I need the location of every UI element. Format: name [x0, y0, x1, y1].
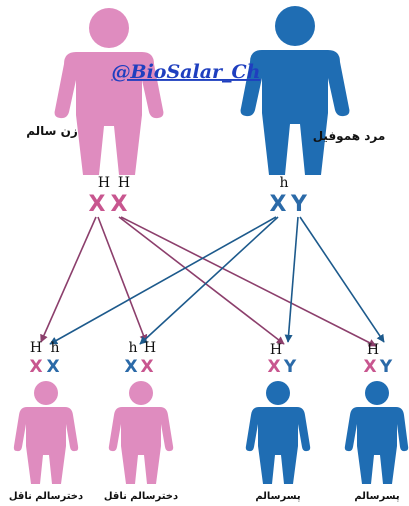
child1-chromosome-1: X	[29, 357, 42, 377]
father-chromosome-x: X	[270, 192, 287, 217]
child2-chromosome-1: X	[124, 357, 137, 377]
line-father-y-to-child3	[284, 216, 299, 343]
child3-label: پسرسالم	[255, 491, 301, 502]
child1-allele-1: H	[30, 340, 42, 356]
child3-allele-1: H	[270, 342, 282, 358]
inheritance-lines	[40, 216, 385, 347]
line-mother-x1-to-child1	[40, 216, 97, 343]
mother-chromosome-x2: X	[111, 192, 128, 217]
child2-allele-1: h	[128, 340, 137, 356]
child2-label: دخترسالم ناقل	[104, 491, 178, 502]
line-mother-x1-to-child2	[97, 216, 148, 343]
line-father-y-to-child4	[299, 216, 385, 343]
father-allele-1: h	[279, 175, 288, 191]
child3-chromosome-1: X	[267, 357, 280, 377]
daughter-1-figure-icon	[13, 381, 79, 484]
child4-chromosome-1: X	[363, 357, 376, 377]
daughter-2-figure-icon	[108, 381, 174, 484]
mother-label: زن سالم	[26, 124, 78, 138]
son-2-figure-icon	[344, 381, 409, 484]
child4-allele-1: H	[367, 342, 379, 358]
mother-allele-1: H	[98, 175, 110, 191]
child2-allele-2: H	[144, 340, 156, 356]
child3-chromosome-2: Y	[283, 357, 297, 377]
father-figure-icon	[240, 6, 350, 175]
child1-label: دخترسالم ناقل	[9, 491, 83, 502]
watermark: @BioSalar_Ch	[112, 61, 261, 83]
child1-chromosome-2: X	[46, 357, 59, 377]
son-1-figure-icon	[245, 381, 311, 484]
mother-allele-2: H	[118, 175, 130, 191]
father-chromosome-y: Y	[290, 192, 308, 217]
line-mother-x2-to-child3	[118, 216, 285, 345]
child4-label: پسرسالم	[354, 491, 400, 502]
mother-figure-icon	[54, 8, 164, 175]
line-father-x-to-child2	[139, 216, 279, 345]
child1-allele-2: h	[50, 340, 59, 356]
child4-chromosome-2: Y	[379, 357, 393, 377]
child2-chromosome-2: X	[140, 357, 153, 377]
line-father-x-to-child1	[49, 216, 277, 345]
mother-chromosome-x1: X	[89, 192, 106, 217]
line-mother-x2-to-child4	[120, 216, 377, 347]
father-label: مرد هموفیل	[313, 129, 386, 144]
